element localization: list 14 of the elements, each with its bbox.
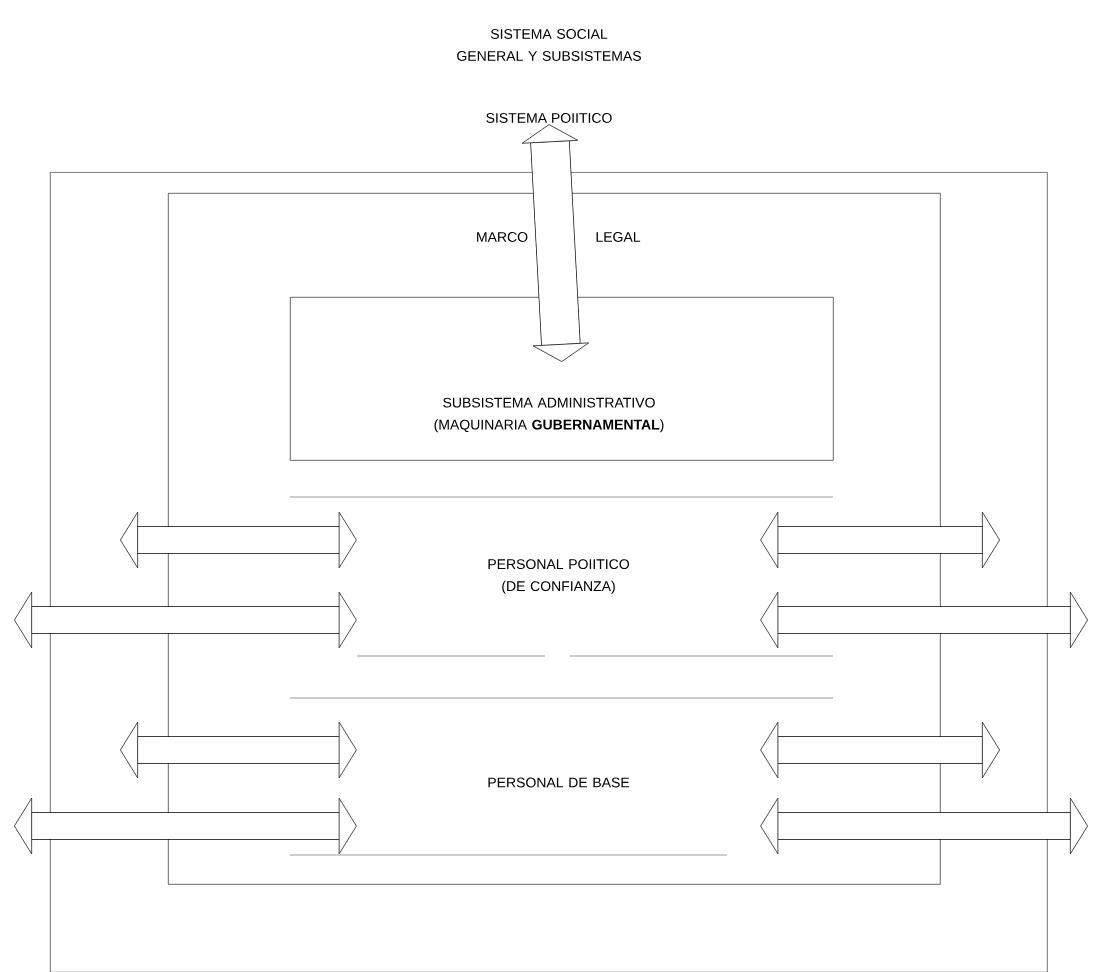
double-arrow — [760, 721, 1000, 779]
double-arrow — [760, 797, 1088, 855]
double-arrow — [760, 511, 1000, 569]
staff-band: PERSONAL DE BASE — [289, 697, 834, 856]
double-arrow — [760, 591, 1088, 649]
double-arrow — [14, 797, 357, 855]
staff-band: PERSONAL POIITICO (DE CONFIANZA) — [289, 496, 834, 657]
double-arrow — [120, 721, 357, 779]
node-label: SISTEMA POIITICO — [486, 113, 612, 123]
title: SISTEMA SOCIAL GENERAL Y SUBSISTEMAS — [457, 29, 641, 61]
double-arrow — [521, 124, 589, 362]
subsystem-box: SUBSISTEMA ADMINISTRATIVO (MAQUINARIA GUBERNAMENTAL) — [290, 297, 834, 461]
double-arrow — [14, 591, 357, 649]
double-arrow — [120, 511, 357, 569]
